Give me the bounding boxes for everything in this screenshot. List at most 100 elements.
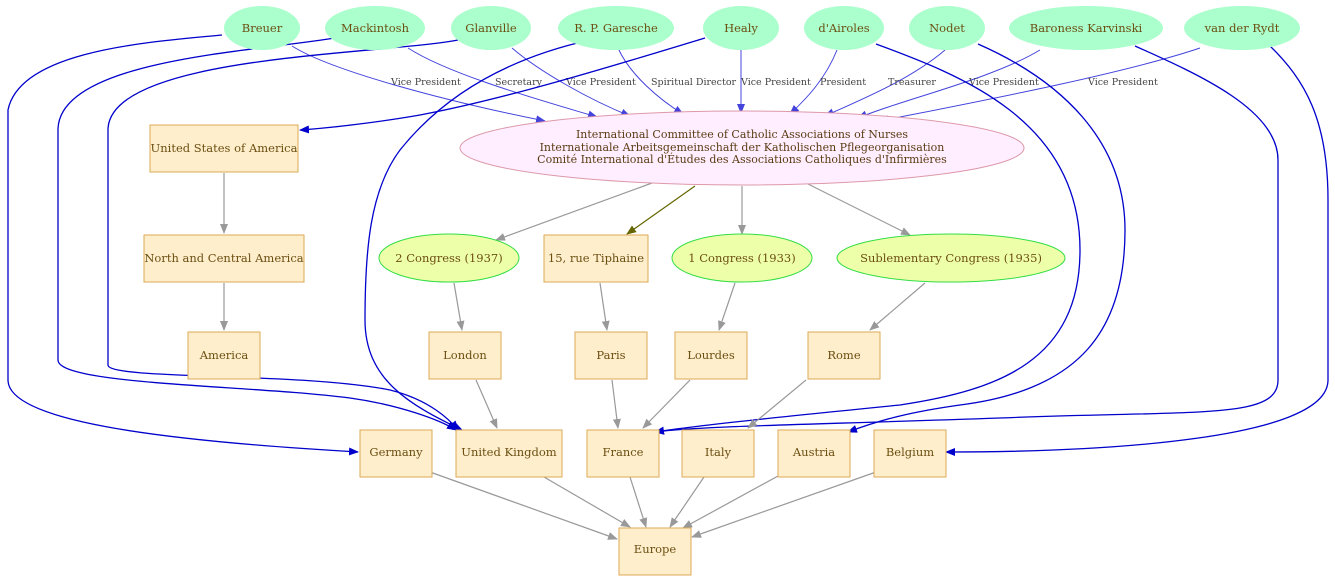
node-nodet-label: Nodet (929, 21, 965, 35)
edge-karvinski-org (857, 49, 1041, 119)
node-belgium[interactable]: Belgium (873, 429, 947, 478)
node-breuer[interactable]: Breuer (224, 6, 300, 50)
edge-glanville-uk (107, 39, 459, 431)
edge-org-sublementary (807, 183, 911, 236)
node-congress2[interactable]: 2 Congress (1937) (378, 233, 520, 283)
node-breuer-label: Breuer (242, 21, 283, 35)
node-dairoles[interactable]: d'Airoles (804, 6, 884, 50)
edge-breuer-germany (7, 34, 359, 456)
node-karvinski-label: Baroness Karvinski (1030, 21, 1143, 35)
node-paris-label: Paris (596, 348, 625, 362)
edge-mackintosh-org (407, 47, 598, 119)
node-dairoles-label: d'Airoles (818, 21, 869, 35)
node-italy-label: Italy (705, 445, 732, 459)
edge-belgium-europe (691, 471, 877, 538)
role-labels: Vice President Secretary Vice President … (390, 77, 1158, 88)
edge-healy-usa (299, 37, 706, 134)
edge-org-congress2 (495, 182, 653, 241)
role-label-healy: Vice President (740, 77, 811, 88)
edge-rome-italy (747, 379, 807, 429)
edge-dairoles-france (654, 43, 1081, 435)
place-nodes: United States of America North and Centr… (143, 124, 947, 576)
node-nodet[interactable]: Nodet (909, 6, 985, 50)
role-label-glanville: Vice President (565, 77, 636, 88)
node-italy[interactable]: Italy (681, 429, 755, 478)
role-edges (291, 45, 1201, 124)
edge-london-uk (475, 379, 498, 429)
edge-dairoles-org (789, 49, 838, 115)
edge-lourdes-france (642, 379, 691, 429)
node-london-label: London (443, 348, 487, 362)
edge-austria-europe (682, 475, 779, 529)
node-usa[interactable]: United States of America (149, 124, 299, 173)
edge-paris-france (611, 379, 621, 429)
node-europe[interactable]: Europe (618, 527, 692, 576)
node-france-label: France (603, 445, 644, 459)
node-organization[interactable]: International Committee of Catholic Asso… (459, 110, 1025, 186)
event-nodes: 2 Congress (1937) 1 Congress (1933) Subl… (378, 233, 1066, 283)
node-congress1-label: 1 Congress (1933) (688, 251, 795, 265)
role-label-karvinski: Vice President (968, 77, 1039, 88)
node-paris[interactable]: Paris (574, 331, 648, 380)
edge-org-tiphaine (626, 185, 696, 235)
role-label-garesche: Spiritual Director (651, 77, 737, 88)
node-uk-label: United Kingdom (461, 445, 557, 459)
node-austria[interactable]: Austria (777, 429, 851, 478)
node-healy[interactable]: Healy (703, 6, 779, 50)
edge-glanville-org (511, 47, 631, 117)
edge-garesche-uk (364, 39, 591, 431)
edge-germany-europe (429, 471, 618, 540)
edge-karvinski-france (654, 45, 1279, 435)
role-label-breuer: Vice President (390, 77, 461, 88)
node-congress1[interactable]: 1 Congress (1933) (671, 233, 813, 283)
node-tiphaine-label: 15, rue Tiphaine (548, 251, 644, 265)
node-glanville[interactable]: Glanville (451, 6, 531, 50)
node-congress2-label: 2 Congress (1937) (395, 251, 502, 265)
node-sublementary-label: Sublementary Congress (1935) (860, 251, 1042, 265)
edge-mackintosh-uk (57, 37, 457, 431)
node-garesche[interactable]: R. P. Garesche (558, 6, 674, 50)
role-label-dairoles: President (820, 77, 866, 88)
node-vanderrydt-label: van der Rydt (1204, 21, 1280, 35)
node-tiphaine[interactable]: 15, rue Tiphaine (543, 234, 649, 283)
node-germany[interactable]: Germany (359, 429, 433, 478)
node-vanderrydt[interactable]: van der Rydt (1184, 6, 1300, 50)
node-europe-label: Europe (634, 542, 677, 556)
role-label-vanderrydt: Vice President (1087, 77, 1158, 88)
edge-vanderrydt-belgium (945, 45, 1329, 456)
node-mackintosh-label: Mackintosh (341, 21, 410, 35)
node-mackintosh[interactable]: Mackintosh (325, 6, 425, 50)
node-ncamerica[interactable]: North and Central America (143, 234, 305, 283)
node-usa-label: United States of America (151, 141, 298, 155)
edge-congress1-lourdes (718, 282, 736, 331)
node-sublementary[interactable]: Sublementary Congress (1935) (836, 233, 1066, 283)
node-lourdes[interactable]: Lourdes (674, 331, 748, 380)
node-glanville-label: Glanville (465, 21, 517, 35)
role-label-nodet: Treasurer (888, 77, 936, 88)
place-edges (220, 173, 926, 540)
organization-name-french: Comité International d'Études des Associ… (537, 152, 947, 166)
edge-uk-europe (543, 476, 631, 528)
node-america-label: America (199, 348, 249, 362)
node-lourdes-label: Lourdes (687, 348, 735, 362)
node-uk[interactable]: United Kingdom (455, 429, 563, 478)
person-nodes: Breuer Mackintosh Glanville R. P. Garesc… (224, 6, 1300, 50)
edge-italy-europe (669, 476, 705, 528)
edge-congress2-london (453, 282, 465, 331)
node-ncamerica-label: North and Central America (144, 251, 303, 265)
membership-edges (7, 34, 1329, 456)
node-belgium-label: Belgium (886, 445, 934, 459)
edge-nodet-org (824, 49, 946, 117)
node-london[interactable]: London (428, 331, 502, 380)
node-rome[interactable]: Rome (807, 331, 881, 380)
edge-france-europe (629, 476, 648, 528)
node-america[interactable]: America (187, 331, 261, 380)
node-rome-label: Rome (827, 348, 860, 362)
edge-nodet-austria (847, 43, 1126, 433)
node-france[interactable]: France (586, 429, 660, 478)
node-karvinski[interactable]: Baroness Karvinski (1009, 6, 1163, 50)
node-austria-label: Austria (792, 445, 835, 459)
organization-name-german: Internationale Arbeitsgemeinschaft der K… (540, 141, 945, 154)
node-healy-label: Healy (724, 21, 758, 35)
